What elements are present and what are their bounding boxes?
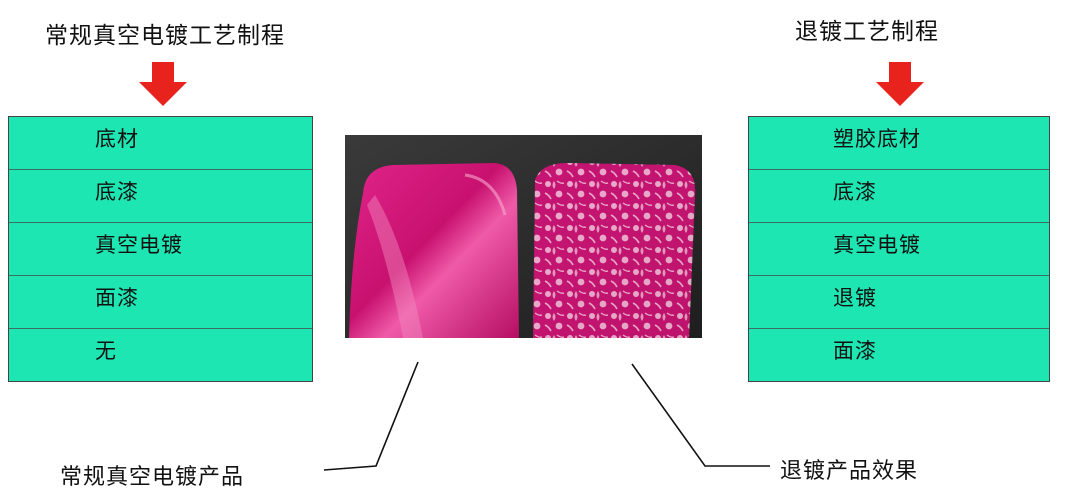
process-step: 底漆: [749, 170, 1049, 223]
process-step: 退镀: [749, 276, 1049, 329]
stripped-product-caption: 退镀产品效果: [780, 459, 919, 484]
process-step: 塑胶底材: [749, 117, 1049, 170]
stripping-process-title: 退镀工艺制程: [795, 19, 939, 45]
conventional-process-title: 常规真空电镀工艺制程: [45, 23, 285, 49]
process-step: 底漆: [9, 170, 312, 223]
process-step: 真空电镀: [9, 223, 312, 276]
down-arrow-icon: [876, 62, 924, 106]
conventional-process-steps: 底材 底漆 真空电镀 面漆 无: [8, 116, 313, 382]
process-step: 底材: [9, 117, 312, 170]
process-step: 真空电镀: [749, 223, 1049, 276]
process-step: 无: [95, 339, 117, 363]
stripped-pattern-cover: [533, 163, 696, 338]
product-photo: [345, 135, 702, 338]
process-step: 面漆: [9, 276, 312, 329]
down-arrow-icon: [139, 62, 187, 106]
conventional-product-caption: 常规真空电镀产品: [60, 465, 245, 490]
stripping-process-steps: 塑胶底材 底漆 真空电镀 退镀 面漆: [748, 116, 1050, 382]
process-step: 面漆: [833, 339, 877, 363]
conventional-plated-cover: [349, 163, 519, 338]
